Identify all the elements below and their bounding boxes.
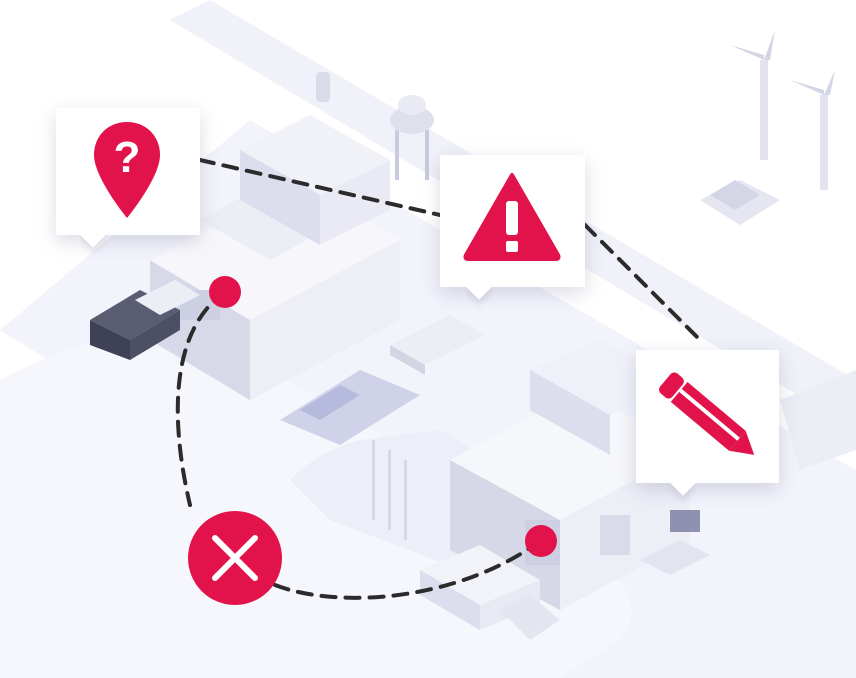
white-truck (420, 545, 560, 640)
route-segment-bottom (273, 539, 542, 600)
warning-triangle-icon (463, 173, 561, 261)
close-x-icon (212, 535, 258, 581)
flag-poles (372, 440, 407, 540)
tractor (700, 180, 780, 225)
flatbed-truck (390, 315, 485, 375)
route-path (175, 158, 702, 600)
waypoint-destination (525, 525, 557, 557)
svg-text:?: ? (114, 133, 141, 182)
route-segment-left (175, 290, 227, 507)
edit-callout (636, 350, 779, 483)
water-tower (390, 95, 434, 180)
yard-equipment (640, 370, 856, 575)
crosswalk (280, 370, 420, 445)
map-pin-question-icon: ? (94, 122, 160, 218)
route-segment-top (198, 158, 442, 217)
pencil-icon (659, 372, 755, 455)
warning-callout (440, 155, 585, 287)
post (316, 72, 330, 102)
crosswalk-stripe (300, 385, 360, 420)
question-callout: ? (56, 108, 200, 235)
dark-truck (90, 280, 200, 360)
route-segment-right (583, 223, 702, 342)
wind-turbines (730, 30, 835, 190)
failed-checkpoint (188, 511, 282, 605)
waypoint-origin (209, 276, 241, 308)
